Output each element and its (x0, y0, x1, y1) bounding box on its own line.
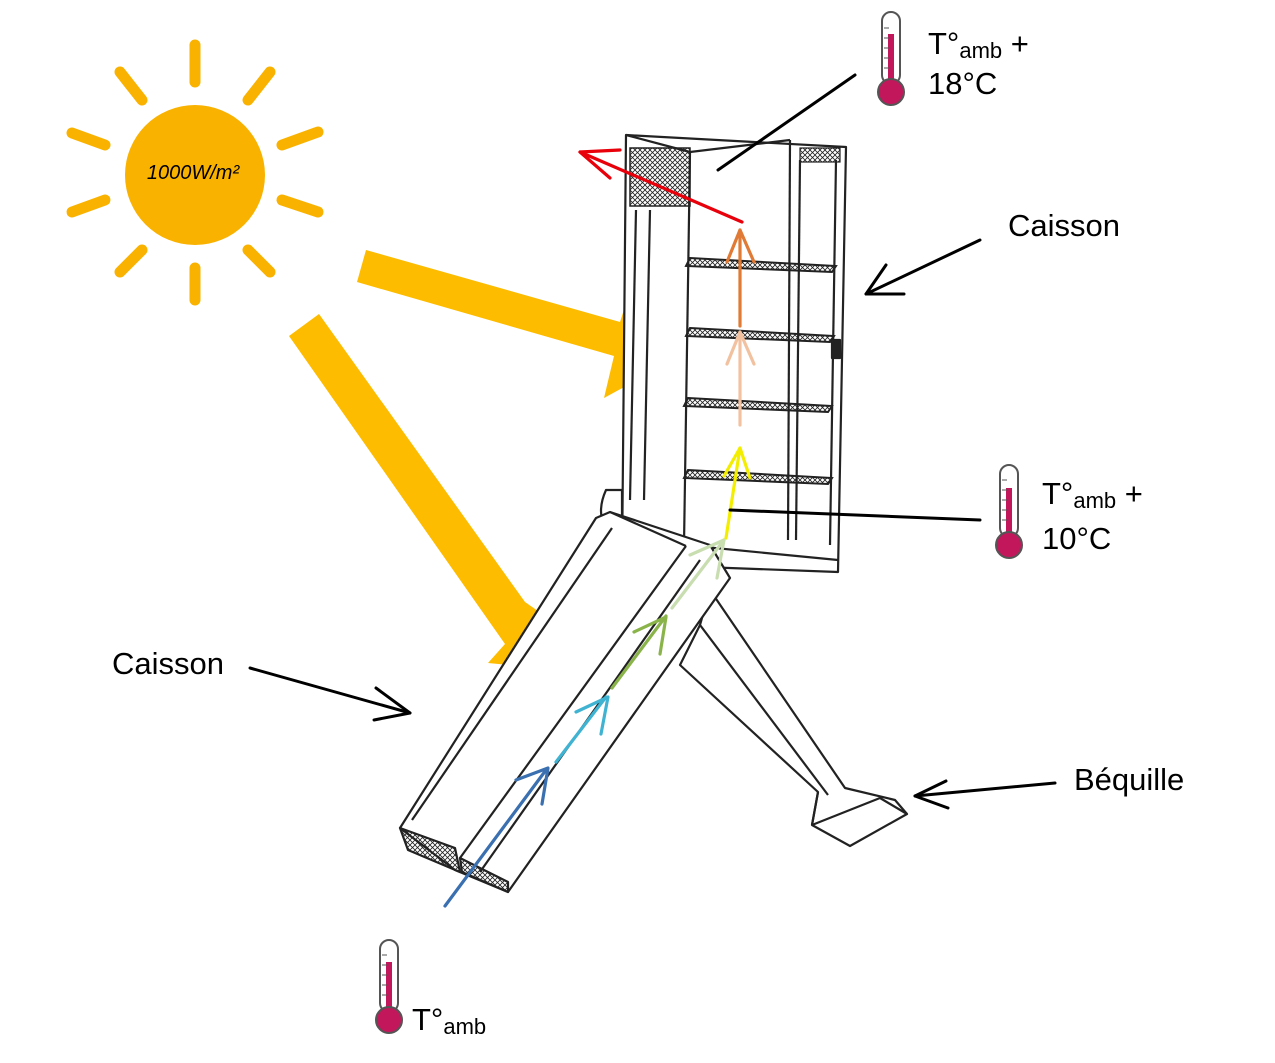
sun-ray-arrow-upper (357, 250, 659, 398)
caisson-upper-label: Caisson (1008, 208, 1120, 243)
bequille-label: Béquille (1074, 762, 1185, 797)
temp-value-mid: 10°C (1042, 521, 1112, 556)
pointer-lines (248, 73, 1057, 810)
top-vent-grille (799, 147, 841, 163)
caisson-lower-label: Caisson (112, 646, 224, 681)
temp-label-top: T°amb + (928, 26, 1029, 63)
shelves (682, 256, 838, 486)
thermometer-icon (995, 464, 1023, 559)
airflow-arrows (443, 148, 756, 908)
thermometer-icon (375, 939, 403, 1034)
temp-value-top: 18°C (928, 66, 998, 101)
sun-ray-arrow-lower (289, 314, 548, 668)
sun-icon: 1000W/m² (66, 39, 324, 306)
irradiance-label: 1000W/m² (147, 162, 241, 184)
caisson-lower (398, 510, 732, 894)
caisson-upper (599, 133, 848, 574)
temp-label-bottom: T°amb (412, 1002, 487, 1039)
temp-label-mid: T°amb + (1042, 476, 1143, 513)
thermometer-icon (877, 11, 905, 106)
bequille-leg (678, 588, 909, 848)
